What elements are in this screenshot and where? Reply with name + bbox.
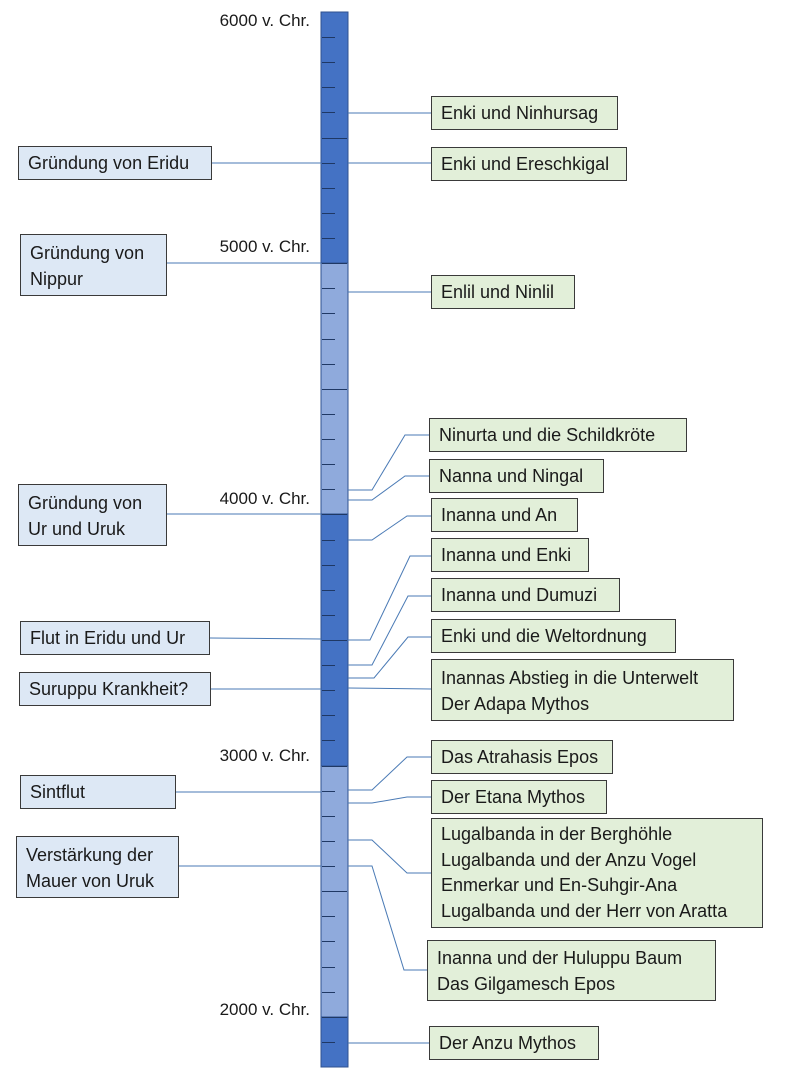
myth-lugalbanda-group: Lugalbanda in der Berghöhle Lugalbanda u… — [431, 818, 763, 928]
myth-atrahasis: Das Atrahasis Epos — [431, 740, 613, 774]
myth-enki-ninhursag: Enki und Ninhursag — [431, 96, 618, 130]
connector-line-6 — [348, 555, 431, 641]
event-founding-ur-uruk: Gründung von Ur und Uruk — [18, 484, 167, 546]
myth-enki-world-order: Enki und die Weltordnung — [431, 619, 676, 653]
event-founding-eridu: Gründung von Eridu — [18, 146, 212, 180]
myth-inanna-an: Inanna und An — [431, 498, 578, 532]
connector-line-5 — [348, 515, 431, 541]
myth-nanna-ningal: Nanna und Ningal — [429, 459, 604, 493]
myth-inanna-dumuzi: Inanna und Dumuzi — [431, 578, 620, 612]
connector-line-10 — [348, 756, 431, 791]
myth-etana: Der Etana Mythos — [431, 780, 607, 814]
timeline-segment-1 — [320, 262, 349, 515]
event-uruk-wall: Verstärkung der Mauer von Uruk — [16, 836, 179, 898]
myth-inanna-descent-adapa: Inannas Abstieg in die Unterwelt Der Ada… — [431, 659, 734, 721]
event-suruppu-illness: Suruppu Krankheit? — [19, 672, 211, 706]
year-label-5000: 5000 v. Chr. — [219, 237, 310, 256]
event-flood-eridu-ur: Flut in Eridu und Ur — [20, 621, 210, 655]
connector-line-3 — [348, 434, 429, 491]
myth-enki-ereschkigal: Enki und Ereschkigal — [431, 147, 627, 181]
myth-huluppu-gilgamesch: Inanna und der Huluppu Baum Das Gilgames… — [427, 940, 716, 1001]
myth-enlil-ninlil: Enlil und Ninlil — [431, 275, 575, 309]
event-founding-nippur: Gründung von Nippur — [20, 234, 167, 296]
connector-line-9 — [347, 687, 432, 690]
year-label-4000: 4000 v. Chr. — [219, 489, 310, 508]
connector-line-4 — [348, 475, 429, 501]
year-label-6000: 6000 v. Chr. — [219, 11, 310, 30]
connector-line-13 — [348, 865, 427, 971]
event-great-flood: Sintflut — [20, 775, 176, 809]
connector-line-8 — [348, 636, 431, 679]
connector-line-7 — [348, 595, 431, 666]
timeline-segment-0 — [320, 11, 349, 264]
connector-line-11 — [348, 796, 431, 804]
year-label-3000: 3000 v. Chr. — [219, 746, 310, 765]
myth-anzu: Der Anzu Mythos — [429, 1026, 599, 1060]
connector-line-12 — [348, 839, 431, 874]
myth-inanna-enki: Inanna und Enki — [431, 538, 589, 572]
connector-line-18 — [209, 637, 322, 640]
year-label-2000: 2000 v. Chr. — [219, 1000, 310, 1019]
myth-ninurta-turtle: Ninurta und die Schildkröte — [429, 418, 687, 452]
